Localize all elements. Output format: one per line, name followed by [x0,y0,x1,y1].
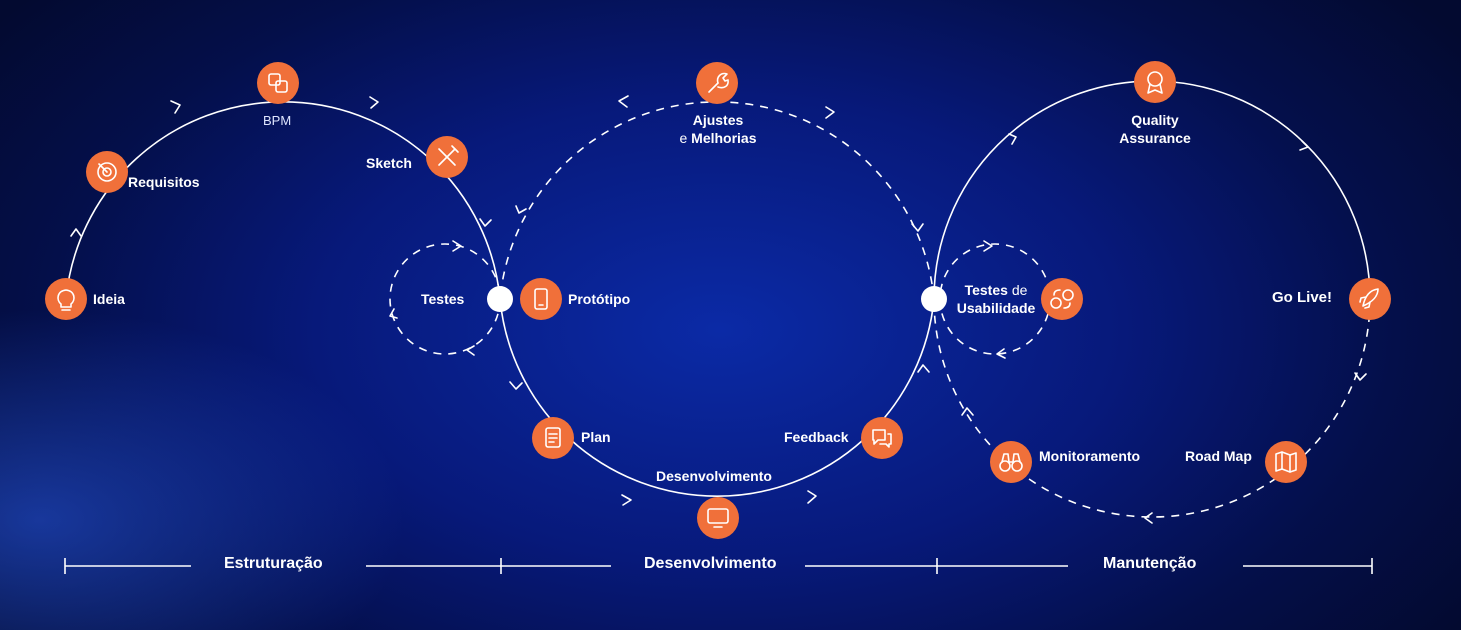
chat-icon [872,429,892,448]
right-bottom-arc [933,298,1371,518]
process-icon [268,73,288,93]
sketch-node[interactable] [426,136,468,178]
golive-label: Go Live! [1272,289,1333,306]
requisitos-label: Requisitos [128,174,200,190]
testes-usab-line1: Testes de [948,281,1044,299]
middle-bottom-arc [499,298,935,497]
monitoramento-label: Monitoramento [1039,448,1141,464]
award-icon [1147,71,1163,94]
rocket-icon [1359,288,1379,309]
junction-dot-left [487,286,513,312]
binoculars-icon [999,453,1023,472]
phase-estruturacao: Estruturação [224,555,323,572]
quality-node[interactable] [1134,61,1176,103]
roadmap-node[interactable] [1265,441,1307,483]
lightbulb-icon [57,289,75,311]
desenvolvimento-node[interactable] [697,497,739,539]
ideia-node[interactable] [45,278,87,320]
testes-usab-line2: Usabilidade [956,300,1036,316]
monitor-icon [707,508,729,528]
ajustes-line2-wrap: e Melhorias [660,129,776,147]
feedback-label: Feedback [784,429,849,445]
testes-label: Testes [421,291,465,307]
monitoramento-node[interactable] [990,441,1032,483]
ajustes-e: e [679,130,688,146]
ajustes-label: Ajustes e Melhorias [660,111,776,147]
requisitos-node[interactable] [86,151,128,193]
sketch-label: Sketch [366,155,412,171]
phase-desenvolvimento: Desenvolvimento [644,555,777,572]
quality-line2: Assurance [1119,130,1191,146]
testes-usabilidade-node[interactable] [1041,278,1083,320]
ajustes-node[interactable] [696,62,738,104]
testes-usab-bold: Testes [964,282,1008,298]
bpm-label: BPM [263,113,292,128]
ajustes-line2: Melhorias [691,130,757,146]
flow-arrows [70,95,1367,524]
phase-manutencao: Manutenção [1103,555,1197,572]
ab-test-icon [1050,289,1074,309]
target-icon [97,162,117,182]
testes-usabilidade-label: Testes de Usabilidade [948,281,1044,317]
map-icon [1275,451,1297,473]
phone-icon [534,288,548,310]
document-icon [545,427,561,448]
ajustes-line1: Ajustes [692,112,744,128]
feedback-node[interactable] [861,417,903,459]
phase-timeline [64,558,1373,574]
golive-node[interactable] [1349,278,1391,320]
desenvolvimento-node-label: Desenvolvimento [656,468,772,484]
prototipo-node[interactable] [520,278,562,320]
roadmap-label: Road Map [1185,448,1252,464]
wrench-icon [708,72,729,93]
quality-label: Quality Assurance [1105,111,1205,147]
left-flow-arc [65,101,501,300]
quality-line1: Quality [1131,112,1179,128]
plan-node[interactable] [532,417,574,459]
bpm-node[interactable] [257,62,299,104]
plan-label: Plan [581,429,611,445]
prototipo-label: Protótipo [568,291,631,307]
junction-dot-right [921,286,947,312]
ideia-label: Ideia [93,291,125,307]
testes-usab-de: de [1011,282,1028,298]
pencil-ruler-icon [438,145,459,166]
